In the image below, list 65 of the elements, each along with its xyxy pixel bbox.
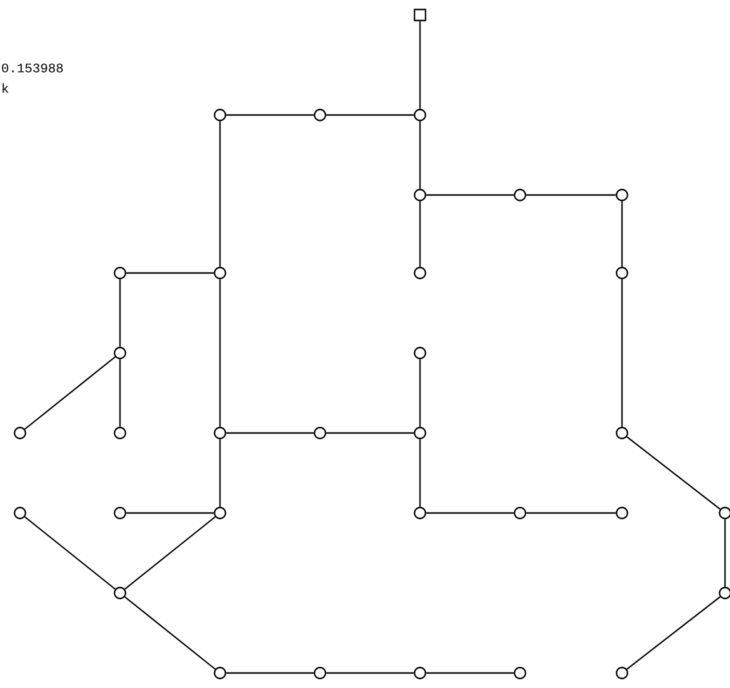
junction-circle (314, 426, 326, 440)
connector-line (326, 114, 414, 116)
connector-line (219, 279, 221, 427)
junction-circle (414, 266, 426, 280)
junction-circle (314, 666, 326, 680)
junction-circle (214, 108, 226, 122)
junction-circle (514, 506, 526, 520)
connector-line (621, 279, 623, 427)
junction-circle (114, 426, 126, 440)
junction-circle (414, 346, 426, 360)
connector-line (419, 439, 421, 507)
junction-circle (214, 506, 226, 520)
root-square (414, 8, 426, 22)
junction-circle (414, 506, 426, 520)
junction-circle (214, 426, 226, 440)
connector-line (119, 279, 121, 347)
connector-line (419, 121, 421, 189)
connector-line (24, 356, 116, 430)
connector-line (419, 201, 421, 267)
junction-circle (114, 266, 126, 280)
connector-line (119, 359, 121, 427)
connector-line (326, 672, 414, 674)
connector-line (219, 121, 221, 267)
connector-line (426, 194, 514, 196)
junction-circle (414, 666, 426, 680)
connector-line (326, 432, 414, 434)
connector-line (724, 519, 726, 587)
value-label: 0.153988 (2, 64, 63, 72)
junction-circle (414, 188, 426, 202)
junction-circle (414, 108, 426, 122)
junction-circle (214, 666, 226, 680)
junction-circle (214, 266, 226, 280)
connector-line (126, 512, 214, 514)
connector-line (526, 194, 616, 196)
connector-line (226, 672, 314, 674)
junction-circle (14, 426, 26, 440)
connector-line (226, 114, 314, 116)
junction-circle (616, 266, 628, 280)
junction-circle (114, 586, 126, 600)
junction-circle (616, 188, 628, 202)
connector-line (626, 436, 721, 510)
connector-line (126, 272, 214, 274)
junction-circle (14, 506, 26, 520)
value-label: k (2, 83, 8, 93)
connector-line (124, 596, 216, 670)
connector-line (526, 512, 616, 514)
connector-line (626, 596, 721, 670)
junction-circle (114, 346, 126, 360)
junction-circle (314, 108, 326, 122)
junction-circle (616, 426, 628, 440)
junction-circle (514, 666, 526, 680)
connector-line (621, 201, 623, 267)
junction-circle (114, 506, 126, 520)
connector-line (426, 672, 514, 674)
connector-line (219, 439, 221, 507)
connector-line (419, 359, 421, 427)
junction-circle (616, 506, 628, 520)
connector-line (226, 432, 314, 434)
connector-line (419, 21, 421, 109)
connector-line (426, 512, 514, 514)
connector-line (124, 516, 216, 590)
connector-line (24, 516, 116, 590)
junction-circle (414, 426, 426, 440)
junction-circle (616, 666, 628, 680)
junction-circle (514, 188, 526, 202)
